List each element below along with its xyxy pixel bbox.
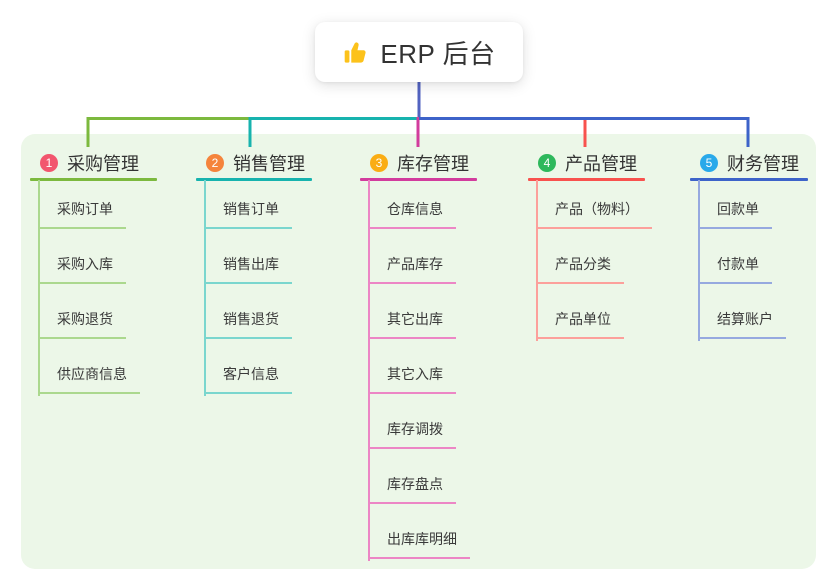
thumbs-up-icon <box>345 41 366 63</box>
root-title: ERP 后台 <box>380 38 496 69</box>
branch-5-number-badge: 5 <box>700 153 718 172</box>
branch-2-title[interactable]: 2 销售管理 <box>196 147 312 178</box>
branch-2-child-item[interactable]: 销售退货 <box>204 305 292 339</box>
branch-4-title[interactable]: 4 产品管理 <box>528 147 645 178</box>
branch-3-child-item[interactable]: 其它入库 <box>368 360 456 394</box>
branch-2-underline <box>196 178 312 181</box>
branch-2-label: 销售管理 <box>233 153 305 174</box>
branch-1-child-item[interactable]: 采购入库 <box>38 250 126 284</box>
branch-3-label: 库存管理 <box>397 153 469 174</box>
branch-1-child-item[interactable]: 采购订单 <box>38 195 126 229</box>
branch-2: 2 销售管理销售订单销售出库销售退货客户信息 <box>196 147 312 396</box>
branch-3-child-item[interactable]: 库存调拨 <box>368 415 456 449</box>
branch-2-child-item[interactable]: 销售订单 <box>204 195 292 229</box>
branch-1-spine-line <box>38 180 40 396</box>
branch-4-child-item[interactable]: 产品（物料） <box>536 195 652 229</box>
branches-background-panel <box>21 134 816 569</box>
branch-3-spine-line <box>368 180 370 561</box>
branch-4-underline <box>528 178 645 181</box>
branch-4: 4 产品管理产品（物料） 产品分类产品单位 <box>528 147 652 341</box>
branch-3-child-item[interactable]: 其它出库 <box>368 305 456 339</box>
branch-5-title[interactable]: 5 财务管理 <box>690 147 808 178</box>
branch-3-child-item[interactable]: 产品库存 <box>368 250 456 284</box>
branch-1-title[interactable]: 1 采购管理 <box>30 147 157 178</box>
branch-5-underline <box>690 178 808 181</box>
root-node[interactable]: ERP 后台 <box>315 22 523 82</box>
branch-5-child-item[interactable]: 结算账户 <box>698 305 786 339</box>
branch-2-child-item[interactable]: 客户信息 <box>204 360 292 394</box>
branch-5-child-item[interactable]: 付款单 <box>698 250 772 284</box>
branch-1-number-badge: 1 <box>40 153 58 172</box>
branch-5: 5 财务管理回款单付款单结算账户 <box>690 147 808 341</box>
branch-1-underline <box>30 178 157 181</box>
branch-5-spine-line <box>698 180 700 341</box>
branch-3-child-item[interactable]: 出库库明细 <box>368 525 470 559</box>
branch-3-underline <box>360 178 477 181</box>
branch-4-child-item[interactable]: 产品分类 <box>536 250 624 284</box>
branch-3-number-badge: 3 <box>370 153 388 172</box>
branch-4-spine-line <box>536 180 538 341</box>
branch-2-spine-line <box>204 180 206 396</box>
branch-1-child-item[interactable]: 供应商信息 <box>38 360 140 394</box>
branch-3-child-item[interactable]: 仓库信息 <box>368 195 456 229</box>
branch-1-child-item[interactable]: 采购退货 <box>38 305 126 339</box>
branch-4-label: 产品管理 <box>565 153 637 174</box>
branch-2-number-badge: 2 <box>206 153 224 172</box>
branch-4-child-item[interactable]: 产品单位 <box>536 305 624 339</box>
branch-5-child-item[interactable]: 回款单 <box>698 195 772 229</box>
branch-2-child-item[interactable]: 销售出库 <box>204 250 292 284</box>
branch-3-title[interactable]: 3 库存管理 <box>360 147 477 178</box>
branch-5-label: 财务管理 <box>727 153 799 174</box>
branch-1: 1 采购管理采购订单采购入库采购退货供应商信息 <box>30 147 157 396</box>
branch-3: 3 库存管理仓库信息产品库存其它出库其它入库库存调拨库存盘点出库库明细 <box>360 147 477 561</box>
branch-1-label: 采购管理 <box>67 153 139 174</box>
branch-3-child-item[interactable]: 库存盘点 <box>368 470 456 504</box>
branch-4-number-badge: 4 <box>538 153 556 172</box>
